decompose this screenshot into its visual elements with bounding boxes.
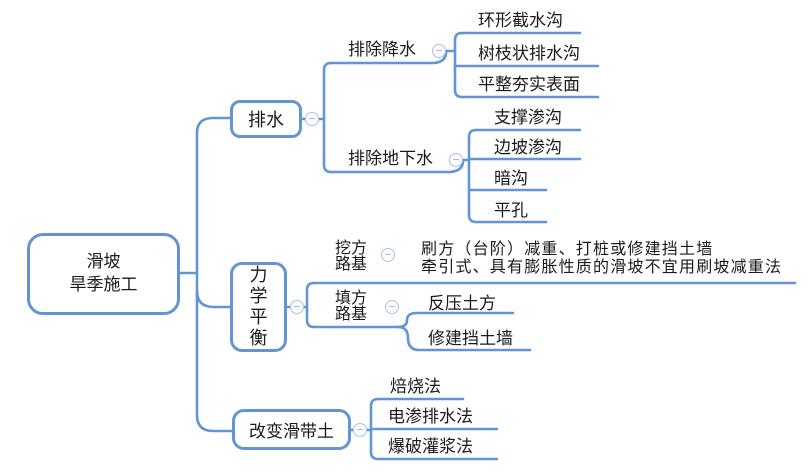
collapse-minus-icon[interactable]	[432, 44, 446, 58]
collapse-minus-icon[interactable]	[381, 248, 395, 262]
node-root-label: 滑坡 旱季施工	[69, 252, 138, 295]
node-slope-seepage-ditch[interactable]: 边坡渗沟	[494, 138, 562, 158]
node-horizontal-hole[interactable]: 平孔	[494, 201, 528, 221]
node-electroosmosis-method[interactable]: 电渗排水法	[388, 407, 473, 427]
node-mechanical-balance[interactable]: 力学平衡	[230, 262, 287, 352]
node-drainage[interactable]: 排水	[230, 100, 302, 138]
node-retaining-wall[interactable]: 修建挡土墙	[428, 329, 513, 349]
node-support-seepage-ditch[interactable]: 支撑渗沟	[494, 108, 562, 128]
collapse-minus-icon[interactable]	[353, 423, 367, 437]
collapse-minus-icon[interactable]	[449, 153, 463, 167]
collapse-minus-icon[interactable]	[385, 300, 399, 314]
node-drainage-label: 排水	[248, 110, 284, 131]
node-drain-rainfall[interactable]: 排除降水	[348, 40, 416, 60]
node-fill-subgrade[interactable]: 填方 路基	[335, 288, 368, 323]
node-mechanical-balance-label: 力学平衡	[249, 265, 268, 349]
node-change-sliding-soil-label: 改变滑带土	[249, 422, 334, 442]
node-cut-subgrade[interactable]: 挖方 路基	[335, 238, 368, 273]
node-roasting-method[interactable]: 焙烧法	[390, 377, 441, 397]
node-cut-subgrade-note[interactable]: 刷方（台阶）减重、打桩或修建挡土墙 牵引式、具有膨胀性质的滑坡不宜用刷坡减重法	[421, 239, 783, 276]
node-branch-drainage-ditch[interactable]: 树枝状排水沟	[478, 44, 580, 64]
collapse-minus-icon[interactable]	[290, 300, 304, 314]
node-change-sliding-soil[interactable]: 改变滑带土	[232, 409, 351, 450]
node-counter-pressure-fill[interactable]: 反压土方	[428, 294, 496, 314]
node-blind-ditch[interactable]: 暗沟	[494, 169, 528, 189]
node-ring-intercepting-ditch[interactable]: 环形截水沟	[478, 11, 563, 31]
node-blasting-grouting-method[interactable]: 爆破灌浆法	[388, 437, 473, 457]
node-drain-groundwater[interactable]: 排除地下水	[348, 149, 433, 169]
collapse-minus-icon[interactable]	[305, 112, 319, 126]
node-root[interactable]: 滑坡 旱季施工	[27, 233, 180, 315]
node-compact-surface[interactable]: 平整夯实表面	[478, 75, 580, 95]
